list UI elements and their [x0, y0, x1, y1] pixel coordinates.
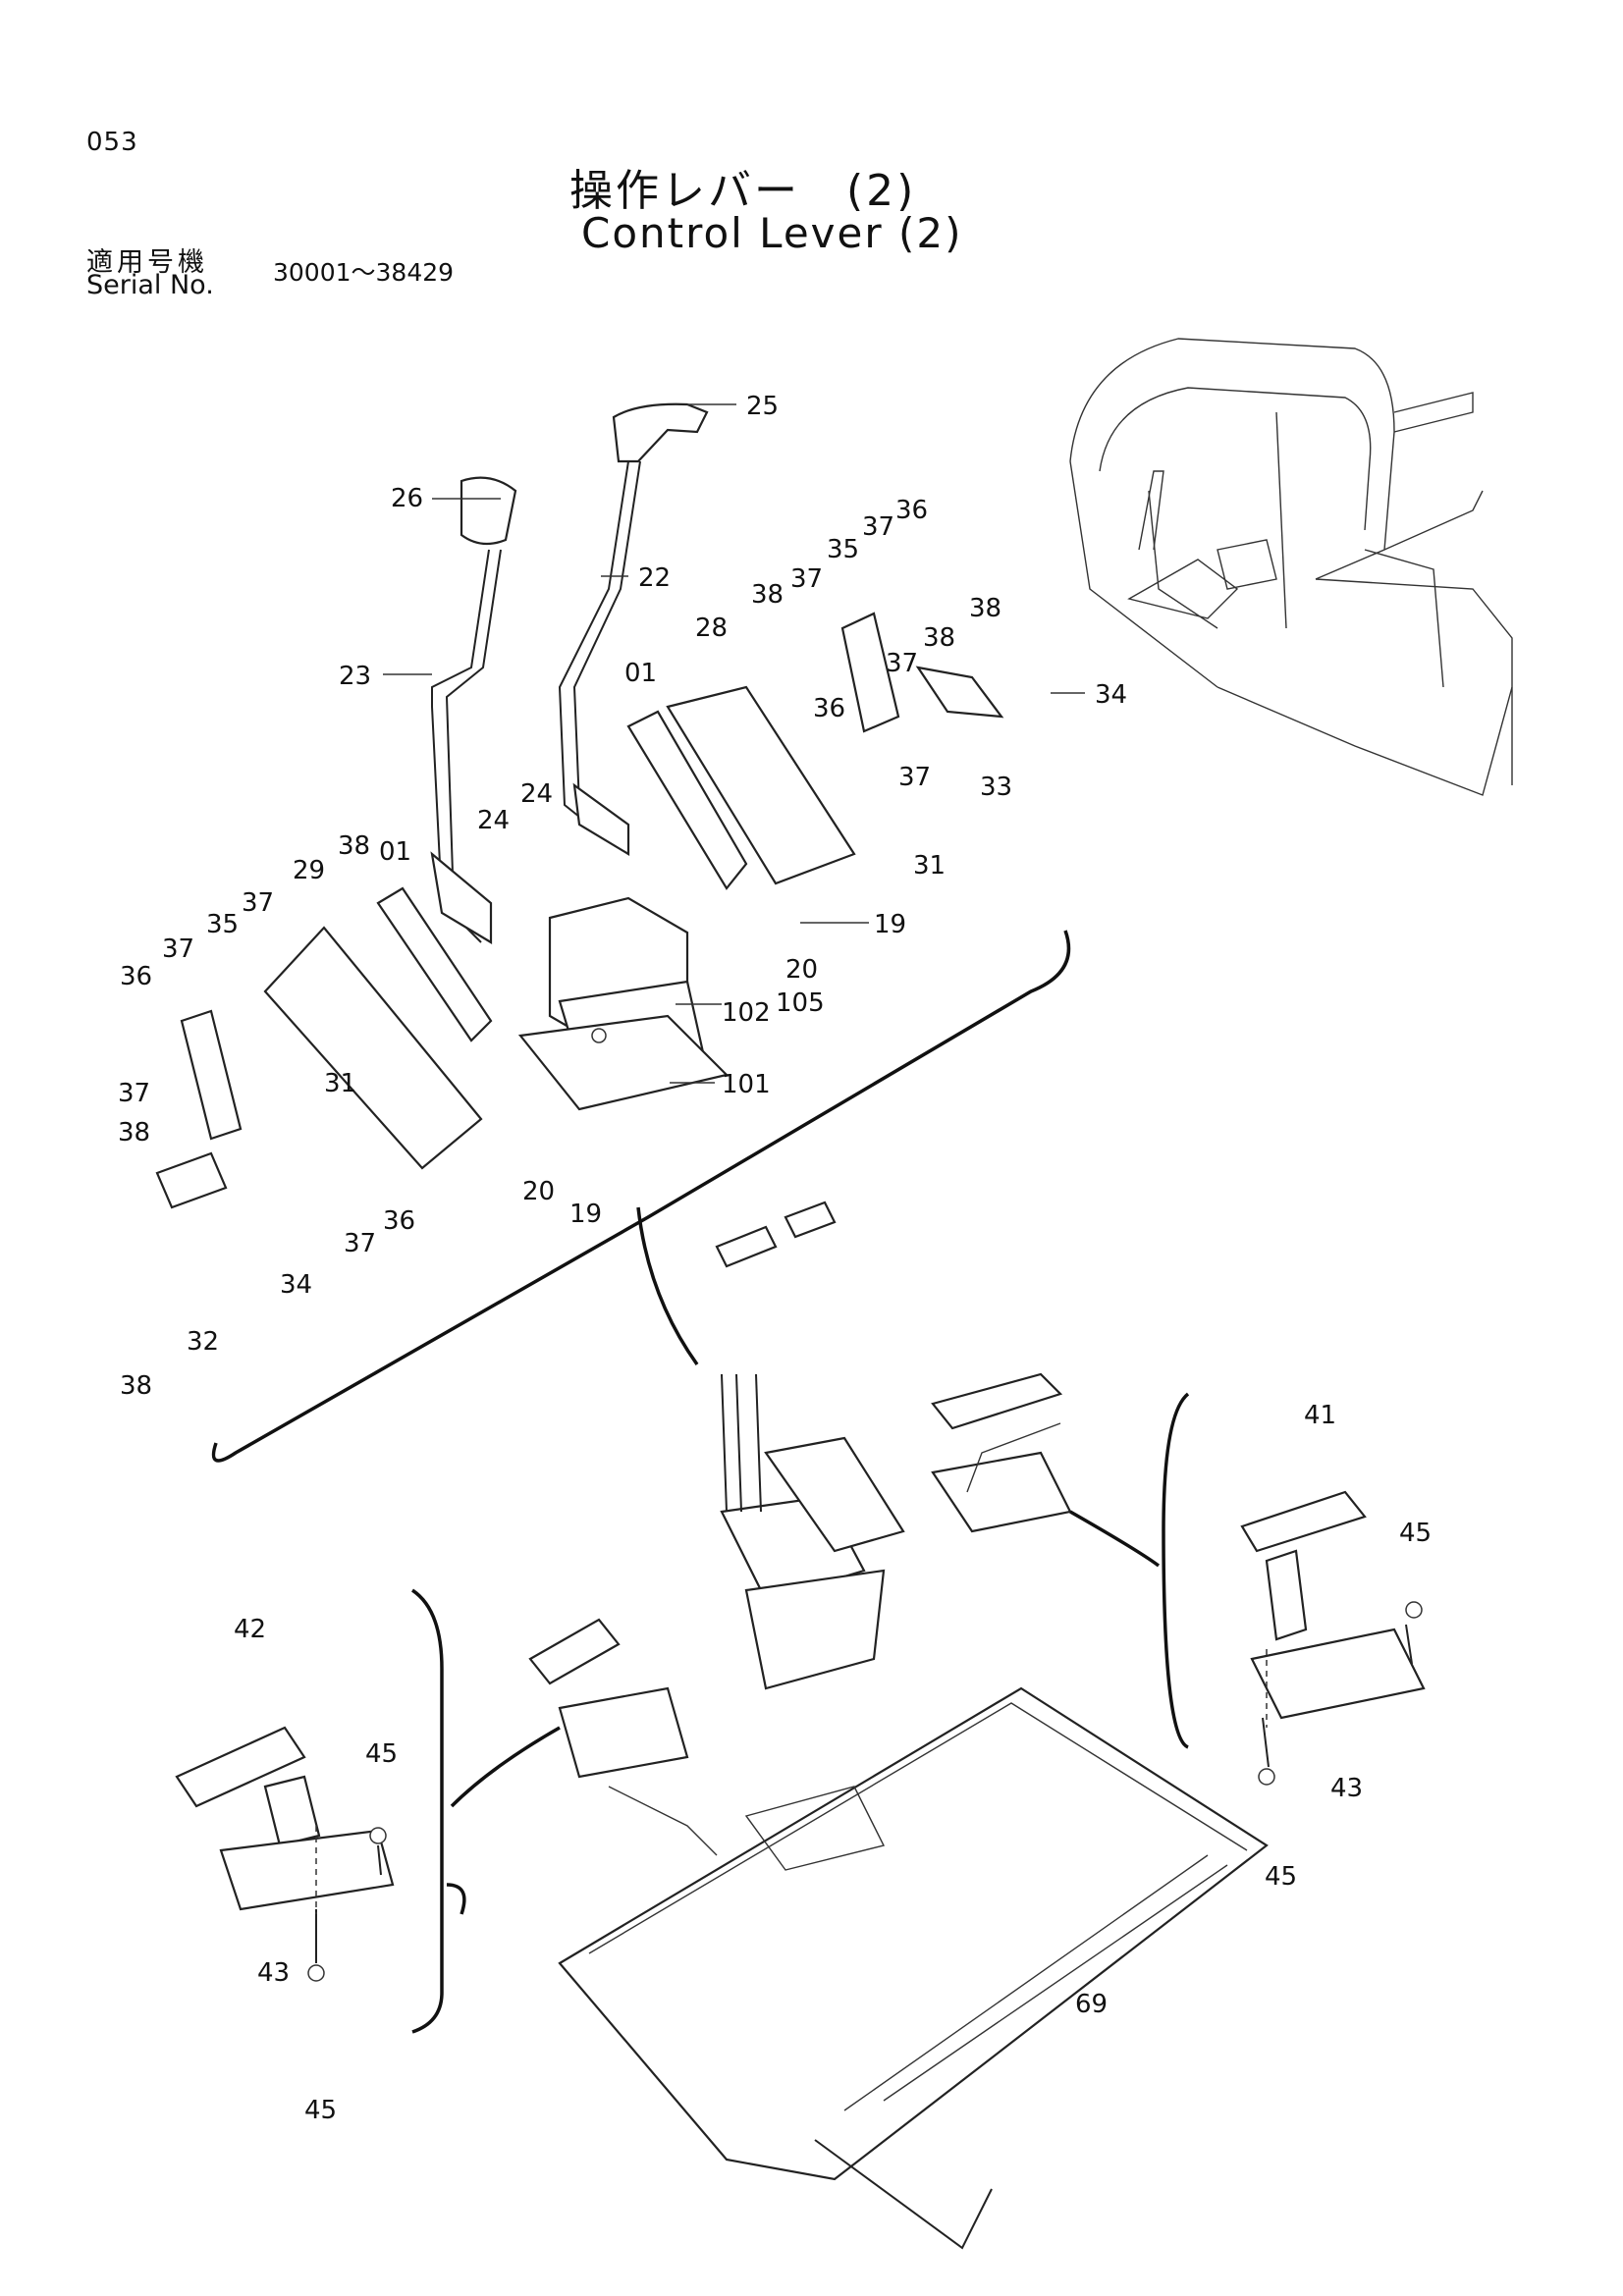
- callout-42: 42: [234, 1615, 266, 1644]
- leader-lines: [383, 403, 1085, 1856]
- brackets: [155, 666, 1004, 1209]
- callout-37: 37: [790, 564, 823, 594]
- page-number: 053: [86, 128, 138, 157]
- detail-bracket-main: [211, 930, 1071, 1463]
- callout-69: 69: [1075, 1990, 1108, 2019]
- callout-01: 01: [624, 659, 657, 688]
- callout-31: 31: [324, 1069, 356, 1098]
- rubber-boots: [180, 612, 900, 1141]
- callout-37: 37: [162, 934, 194, 964]
- callout-37: 37: [242, 888, 274, 918]
- callout-102: 102: [722, 998, 771, 1028]
- callout-35: 35: [206, 910, 239, 939]
- callout-101: 101: [722, 1070, 771, 1099]
- pedal-right: [626, 685, 856, 890]
- cab-illustration: [1069, 338, 1513, 796]
- callout-34: 34: [280, 1270, 312, 1300]
- cab-floor: [558, 1686, 1269, 2250]
- callout-32: 32: [187, 1327, 219, 1357]
- callout-38: 38: [969, 594, 1001, 623]
- callout-24: 24: [477, 806, 510, 835]
- callout-25: 25: [746, 392, 779, 421]
- callout-20: 20: [522, 1177, 555, 1206]
- callout-36: 36: [383, 1206, 415, 1236]
- callout-23: 23: [339, 662, 371, 691]
- callout-20: 20: [785, 955, 818, 985]
- callout-45: 45: [365, 1739, 398, 1769]
- callouts: 25 26 22 23 36 37 35 38 37 28 38 01 38 3…: [118, 392, 1432, 2125]
- pilot-valve: [517, 896, 730, 1111]
- serial-label-japanese: 適用号機: [86, 247, 208, 278]
- callout-37: 37: [898, 763, 931, 792]
- callout-19: 19: [874, 910, 906, 939]
- callout-29: 29: [293, 856, 325, 885]
- callout-36: 36: [813, 694, 845, 723]
- callout-37: 37: [344, 1229, 376, 1258]
- lever-assembly: [430, 402, 709, 944]
- pedal-left: [263, 886, 493, 1170]
- serial-label-english: Serial No.: [86, 270, 214, 300]
- callout-105: 105: [776, 988, 825, 1018]
- callout-33: 33: [980, 773, 1012, 802]
- page-title-japanese: 操作レバー (2): [569, 166, 917, 216]
- travel-pedal-right: [931, 1372, 1426, 1786]
- callout-43: 43: [1330, 1774, 1363, 1803]
- callout-19: 19: [569, 1200, 602, 1229]
- callout-37: 37: [886, 649, 918, 678]
- callout-31: 31: [913, 851, 946, 881]
- callout-38: 38: [120, 1371, 152, 1401]
- callout-28: 28: [695, 614, 728, 643]
- travel-pedal-left: [175, 1588, 689, 2034]
- callout-26: 26: [391, 484, 423, 513]
- callout-01: 01: [379, 837, 411, 867]
- callout-38: 38: [923, 623, 955, 653]
- floor-control-assembly: [636, 1201, 905, 1690]
- serial-number-range: 30001～38429: [273, 258, 455, 287]
- callout-24: 24: [520, 779, 553, 809]
- callout-34: 34: [1095, 680, 1127, 710]
- callout-45: 45: [1399, 1519, 1432, 1548]
- callout-38: 38: [751, 580, 784, 610]
- callout-43: 43: [257, 1958, 290, 1988]
- callout-41: 41: [1304, 1401, 1336, 1430]
- callout-38: 38: [118, 1118, 150, 1148]
- callout-35: 35: [827, 535, 859, 564]
- callout-45: 45: [304, 2096, 337, 2125]
- callout-45: 45: [1265, 1862, 1297, 1892]
- callout-38: 38: [338, 831, 370, 861]
- callout-22: 22: [638, 563, 671, 593]
- callout-37: 37: [118, 1079, 150, 1108]
- callout-37: 37: [862, 512, 894, 542]
- callout-36: 36: [120, 962, 152, 991]
- page-title-english: Control Lever (2): [581, 209, 963, 257]
- callout-36: 36: [895, 496, 928, 525]
